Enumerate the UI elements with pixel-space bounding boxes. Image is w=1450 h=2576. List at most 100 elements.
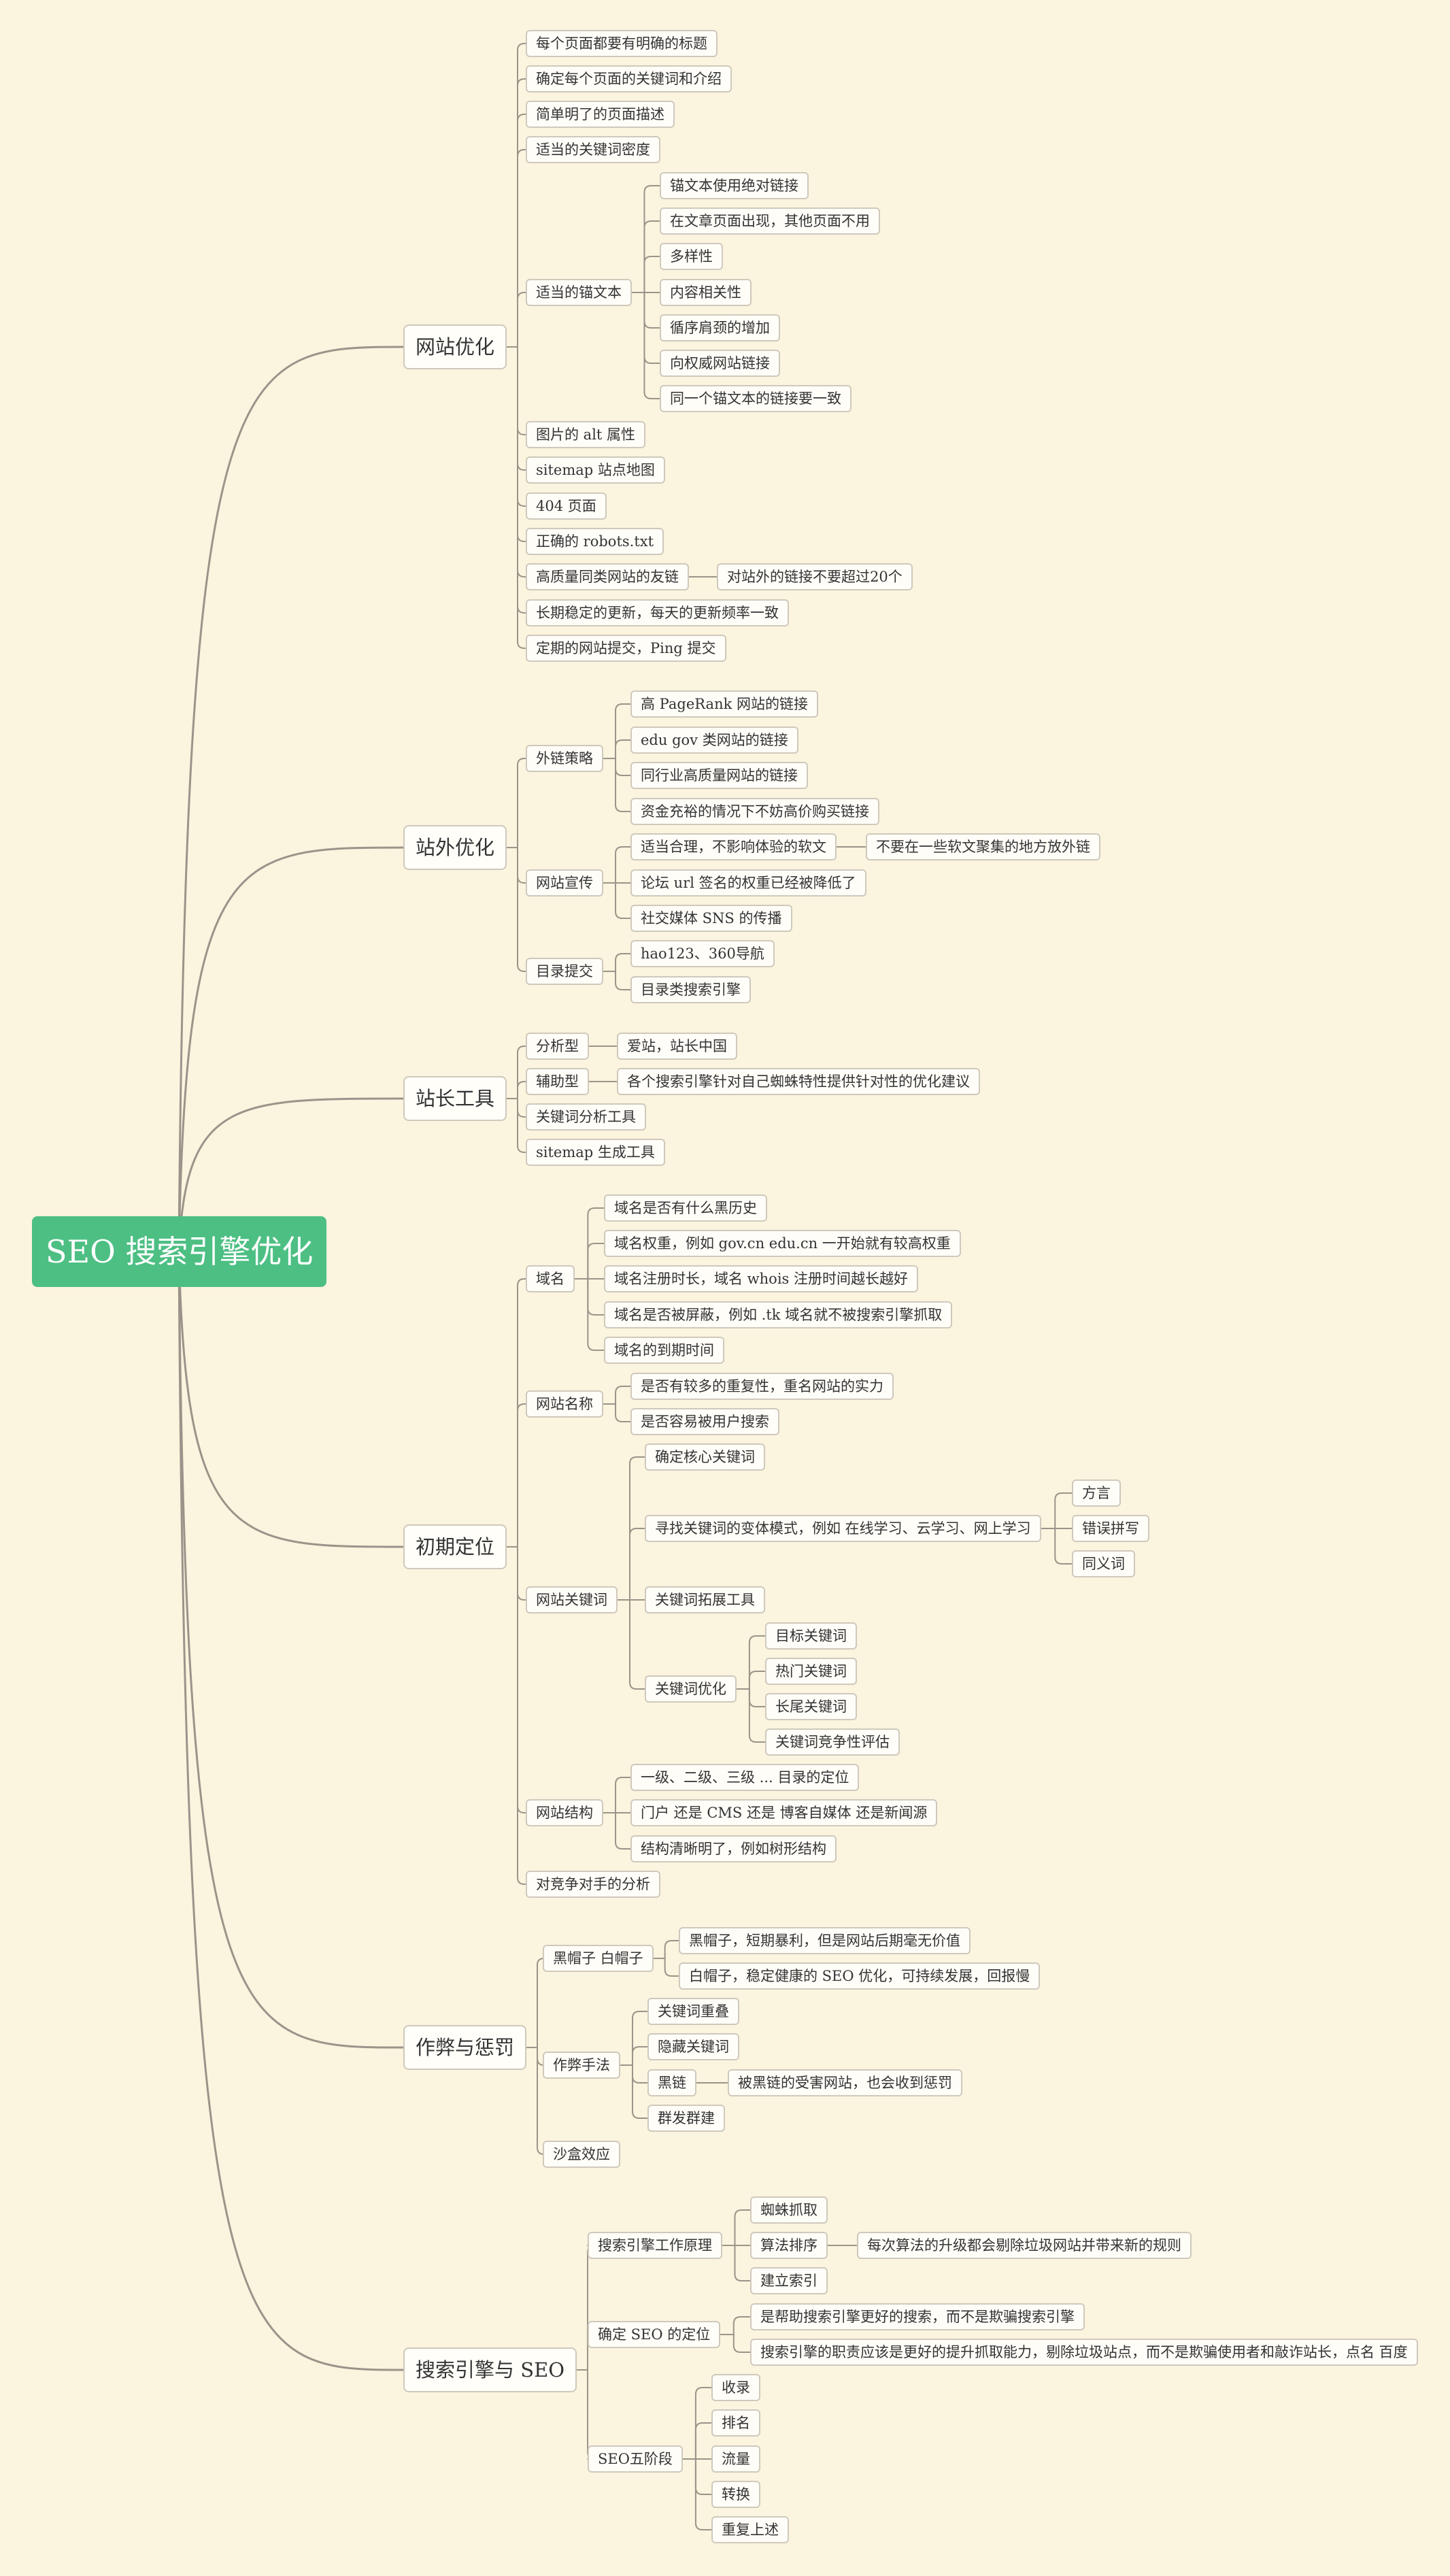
subtopic-n3-3[interactable]: 关键词分析工具 <box>526 1103 646 1131</box>
subtopic-n4-3-4-2[interactable]: 热门关键词 <box>765 1658 857 1685</box>
subtopic-n2-2-1[interactable]: 适当合理，不影响体验的软文 <box>630 833 837 860</box>
subtopic-n6-3-4[interactable]: 转换 <box>711 2481 760 2508</box>
subtopic-n2-1-1[interactable]: 高 PageRank 网站的链接 <box>630 690 818 718</box>
subtopic-n6-2[interactable]: 确定 SEO 的定位 <box>588 2321 721 2348</box>
subtopic-n6-2-1[interactable]: 是帮助搜索引擎更好的搜索，而不是欺骗搜索引擎 <box>750 2303 1085 2330</box>
subtopic-n4-3-1[interactable]: 确定核心关键词 <box>645 1443 765 1471</box>
connector-n6_1_3 <box>734 2245 751 2281</box>
subtopic-n3-2[interactable]: 辅助型 <box>526 1068 589 1095</box>
subtopic-n5-1[interactable]: 黑帽子 白帽子 <box>543 1945 654 1972</box>
subtopic-n1-8[interactable]: 404 页面 <box>526 492 607 520</box>
subtopic-n1-1[interactable]: 每个页面都要有明确的标题 <box>526 30 718 57</box>
subtopic-n6-3-3[interactable]: 流量 <box>711 2445 760 2473</box>
subtopic-n1-11[interactable]: 长期稳定的更新，每天的更新频率一致 <box>526 599 789 626</box>
subtopic-n1-5-4[interactable]: 内容相关性 <box>660 279 752 306</box>
subtopic-n4-3-3[interactable]: 关键词拓展工具 <box>645 1586 765 1613</box>
connector-n5_1 <box>537 1958 545 2048</box>
subtopic-n6-1-2[interactable]: 算法排序 <box>750 2232 828 2259</box>
subtopic-n5-2[interactable]: 作弊手法 <box>543 2052 620 2079</box>
subtopic-n1-6[interactable]: 图片的 alt 属性 <box>526 421 646 448</box>
subtopic-n2-1-2[interactable]: edu gov 类网站的链接 <box>630 726 798 754</box>
subtopic-n5-2-2[interactable]: 隐藏关键词 <box>647 2033 739 2060</box>
subtopic-n3-1[interactable]: 分析型 <box>526 1033 589 1060</box>
subtopic-n4-1-2[interactable]: 域名权重，例如 gov.cn edu.cn 一开始就有较高权重 <box>604 1230 961 1257</box>
subtopic-n5-2-3-1[interactable]: 被黑链的受害网站，也会收到惩罚 <box>728 2069 962 2096</box>
subtopic-n1-2[interactable]: 确定每个页面的关键词和介绍 <box>526 65 732 93</box>
branch-topic-n5[interactable]: 作弊与惩罚 <box>403 2025 527 2070</box>
subtopic-n6-2-2[interactable]: 搜索引擎的职责应该是更好的提升抓取能力，剔除垃圾站点，而不是欺骗使用者和敲诈站长… <box>750 2339 1418 2366</box>
subtopic-n4-1-1[interactable]: 域名是否有什么黑历史 <box>604 1194 767 1222</box>
subtopic-n4-1[interactable]: 域名 <box>526 1265 575 1292</box>
subtopic-n4-5[interactable]: 对竞争对手的分析 <box>526 1871 660 1898</box>
subtopic-n4-4-3[interactable]: 结构清晰明了，例如树形结构 <box>630 1835 837 1862</box>
subtopic-n1-4[interactable]: 适当的关键词密度 <box>526 136 660 163</box>
subtopic-n4-2-1[interactable]: 是否有较多的重复性，重名网站的实力 <box>630 1373 894 1400</box>
subtopic-n6-3-1[interactable]: 收录 <box>711 2374 760 2401</box>
subtopic-n4-3-4[interactable]: 关键词优化 <box>645 1675 737 1703</box>
subtopic-n6-1-2-1[interactable]: 每次算法的升级都会剔除垃圾网站并带来新的规则 <box>857 2232 1192 2259</box>
subtopic-n2-1-4[interactable]: 资金充裕的情况下不妨高价购买链接 <box>630 798 879 825</box>
subtopic-n1-9[interactable]: 正确的 robots.txt <box>526 528 664 555</box>
subtopic-n4-4-1[interactable]: 一级、二级、三级 ... 目录的定位 <box>630 1764 860 1791</box>
subtopic-n4-3-2-1[interactable]: 方言 <box>1072 1479 1121 1507</box>
subtopic-n4-3-2[interactable]: 寻找关键词的变体模式，例如 在线学习、云学习、网上学习 <box>645 1515 1041 1542</box>
subtopic-n5-2-3[interactable]: 黑链 <box>647 2069 696 2096</box>
subtopic-n1-5-7[interactable]: 同一个锚文本的链接要一致 <box>660 385 852 412</box>
subtopic-n5-2-1[interactable]: 关键词重叠 <box>647 1998 739 2025</box>
connector-n5_1_2 <box>664 1958 679 1977</box>
subtopic-n4-3-4-4[interactable]: 关键词竞争性评估 <box>765 1728 900 1756</box>
subtopic-n2-2-2[interactable]: 论坛 url 签名的权重已经被降低了 <box>630 869 866 897</box>
subtopic-n5-1-2[interactable]: 白帽子，稳定健康的 SEO 优化，可持续发展，回报慢 <box>679 1962 1041 1990</box>
subtopic-n4-3-4-3[interactable]: 长尾关键词 <box>765 1693 857 1720</box>
subtopic-n2-2-3[interactable]: 社交媒体 SNS 的传播 <box>630 905 792 932</box>
subtopic-n4-3-2-3[interactable]: 同义词 <box>1072 1550 1135 1577</box>
subtopic-n4-1-4[interactable]: 域名是否被屏蔽，例如 .tk 域名就不被搜索引擎抓取 <box>604 1301 953 1328</box>
subtopic-n6-1[interactable]: 搜索引擎工作原理 <box>588 2232 722 2259</box>
subtopic-n1-10-1[interactable]: 对站外的链接不要超过20个 <box>717 563 913 590</box>
subtopic-n2-3-2[interactable]: 目录类搜索引擎 <box>630 976 751 1003</box>
subtopic-n1-5-6[interactable]: 向权威网站链接 <box>660 350 780 377</box>
branch-topic-n3[interactable]: 站长工具 <box>403 1076 507 1121</box>
subtopic-n4-2-2[interactable]: 是否容易被用户搜索 <box>630 1408 779 1435</box>
subtopic-n4-3-2-2[interactable]: 错误拼写 <box>1072 1515 1149 1542</box>
subtopic-n5-3[interactable]: 沙盒效应 <box>543 2141 620 2168</box>
subtopic-n5-1-1[interactable]: 黑帽子，短期暴利，但是网站后期毫无价值 <box>679 1927 971 1954</box>
subtopic-n4-4-2[interactable]: 门户 还是 CMS 还是 博客自媒体 还是新闻源 <box>630 1799 938 1826</box>
subtopic-n4-4[interactable]: 网站结构 <box>526 1799 603 1826</box>
subtopic-n2-2[interactable]: 网站宣传 <box>526 869 603 897</box>
subtopic-n1-5-5[interactable]: 循序肩颈的增加 <box>660 314 780 341</box>
subtopic-n1-5-2[interactable]: 在文章页面出现，其他页面不用 <box>660 207 880 235</box>
subtopic-n2-3-1[interactable]: hao123、360导航 <box>630 940 775 967</box>
subtopic-n4-3-4-1[interactable]: 目标关键词 <box>765 1622 857 1650</box>
subtopic-n3-1-1[interactable]: 爱站，站长中国 <box>617 1033 737 1060</box>
subtopic-n1-7[interactable]: sitemap 站点地图 <box>526 456 665 484</box>
subtopic-n2-3[interactable]: 目录提交 <box>526 958 603 985</box>
subtopic-n1-5-3[interactable]: 多样性 <box>660 243 723 270</box>
subtopic-n1-3[interactable]: 简单明了的页面描述 <box>526 101 675 128</box>
subtopic-n1-10[interactable]: 高质量同类网站的友链 <box>526 563 689 590</box>
root-topic[interactable]: SEO 搜索引擎优化 <box>32 1216 327 1287</box>
subtopic-n4-3[interactable]: 网站关键词 <box>526 1586 618 1613</box>
subtopic-n1-5[interactable]: 适当的锚文本 <box>526 279 632 306</box>
subtopic-n5-2-4[interactable]: 群发群建 <box>647 2105 725 2132</box>
subtopic-n6-3[interactable]: SEO五阶段 <box>588 2445 683 2473</box>
root-connector-n6 <box>178 1250 405 2371</box>
subtopic-n2-2-1-1[interactable]: 不要在一些软文聚集的地方放外链 <box>866 833 1100 860</box>
subtopic-n4-1-3[interactable]: 域名注册时长，域名 whois 注册时间越长越好 <box>604 1265 918 1292</box>
branch-topic-n1[interactable]: 网站优化 <box>403 324 507 369</box>
subtopic-n1-5-1[interactable]: 锚文本使用绝对链接 <box>660 172 809 199</box>
subtopic-n4-2[interactable]: 网站名称 <box>526 1390 603 1418</box>
subtopic-n6-1-3[interactable]: 建立索引 <box>750 2267 828 2294</box>
subtopic-n3-4[interactable]: sitemap 生成工具 <box>526 1139 665 1166</box>
subtopic-n4-1-5[interactable]: 域名的到期时间 <box>604 1337 724 1364</box>
subtopic-n6-1-1[interactable]: 蜘蛛抓取 <box>750 2196 828 2224</box>
subtopic-n6-3-5[interactable]: 重复上述 <box>711 2516 789 2543</box>
subtopic-n1-12[interactable]: 定期的网站提交，Ping 提交 <box>526 635 726 662</box>
branch-topic-n2[interactable]: 站外优化 <box>403 825 507 870</box>
subtopic-n3-2-1[interactable]: 各个搜索引擎针对自己蜘蛛特性提供针对性的优化建议 <box>617 1068 980 1095</box>
subtopic-n6-3-2[interactable]: 排名 <box>711 2409 760 2437</box>
branch-topic-n4[interactable]: 初期定位 <box>403 1524 507 1569</box>
branch-topic-n6[interactable]: 搜索引擎与 SEO <box>403 2347 577 2392</box>
subtopic-n2-1[interactable]: 外链策略 <box>526 745 603 772</box>
subtopic-n2-1-3[interactable]: 同行业高质量网站的链接 <box>630 762 808 789</box>
